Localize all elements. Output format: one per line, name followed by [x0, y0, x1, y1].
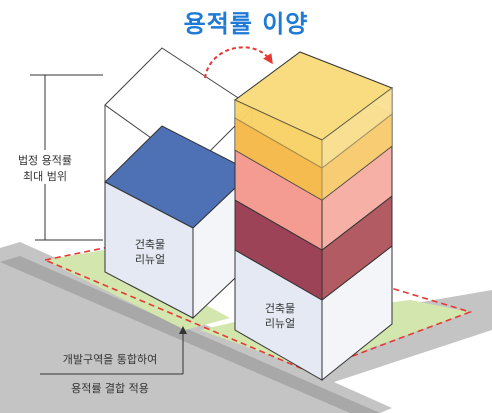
diagram-title: 용적률 이양	[183, 10, 309, 38]
dimension-label-2: 최대 범위	[23, 170, 67, 183]
yellow-volume-side	[322, 88, 392, 200]
development-boundary	[44, 229, 473, 373]
callout-arrowhead	[179, 326, 187, 334]
right-building-label-1: 건축물	[265, 302, 295, 315]
ground-edge	[0, 256, 380, 413]
right-building-label-2: 리뉴얼	[265, 316, 295, 330]
curved-arrow-icon	[204, 46, 273, 79]
callout-label-1: 개발구역을 통합하여	[63, 352, 158, 366]
left-building-label-1: 건축물	[135, 238, 165, 251]
yellow-volume-front	[235, 100, 322, 200]
left-building-label-2: 리뉴얼	[135, 252, 165, 266]
dimension-label-1: 법정 용적률	[18, 154, 72, 167]
callout-label-2: 용적률 결합 적용	[71, 382, 149, 395]
